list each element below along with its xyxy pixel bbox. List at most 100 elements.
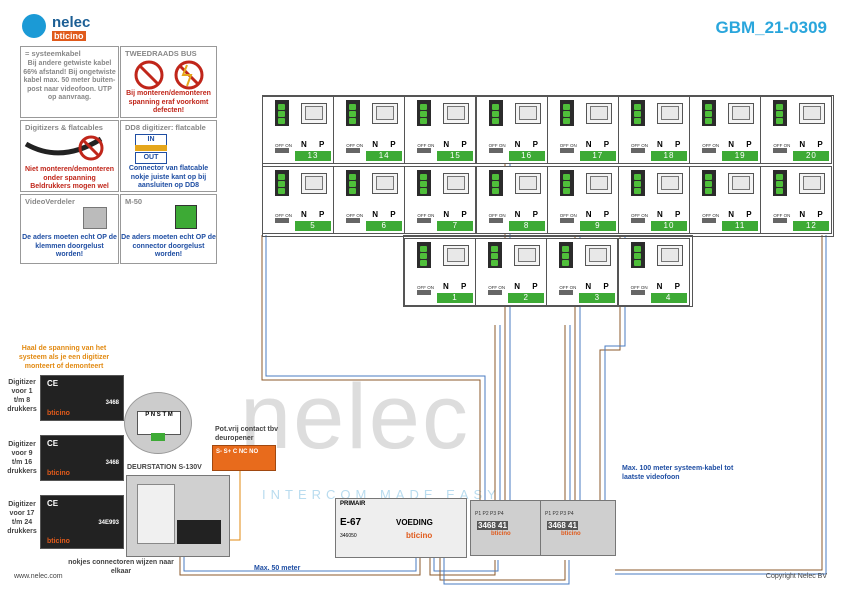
- n-label: N: [443, 140, 450, 149]
- distributor-code: 3468 41: [547, 521, 578, 530]
- off-on-label: OFF ON: [559, 285, 577, 290]
- unit-number: 18: [651, 151, 687, 161]
- p-label: P: [390, 140, 396, 149]
- n-label: N: [301, 210, 307, 219]
- panel-title: DD8 digitizer: flatcable: [125, 123, 206, 132]
- switch-icon: [631, 218, 645, 223]
- distributor-1: P1 P2 P3 P4 3468 41 bticino: [470, 500, 546, 556]
- unit-digitizer: [630, 242, 645, 268]
- verdeler-icon: [83, 207, 107, 229]
- n-label: N: [585, 140, 592, 149]
- switch-icon: [417, 148, 432, 153]
- videophone-icon: [443, 173, 470, 194]
- digitizer-code: 34E993: [98, 520, 119, 526]
- videophone-icon: [728, 103, 755, 124]
- p-label: P: [319, 140, 325, 149]
- unit-digitizer: [488, 100, 503, 126]
- footer-url: www.nelec.com: [14, 573, 63, 580]
- ce-mark: CE: [47, 379, 59, 388]
- off-on-label: OFF ON: [702, 143, 720, 148]
- videophone-icon: [514, 103, 541, 124]
- connector-icon: [135, 145, 167, 151]
- off-on-label: OFF ON: [488, 143, 506, 148]
- p-label: P: [746, 210, 752, 219]
- unit-digitizer: [488, 242, 503, 268]
- n-label: N: [514, 140, 521, 149]
- panel-title: Digitizers & flatcables: [25, 123, 103, 132]
- n-label: N: [585, 282, 592, 291]
- p-label: P: [603, 210, 610, 219]
- switch-icon: [630, 290, 645, 295]
- unit-number: 14: [366, 151, 403, 161]
- distributor-ports: P1 P2 P3 P4: [545, 511, 574, 517]
- unit-digitizer: [417, 242, 431, 268]
- off-on-label: OFF ON: [275, 213, 292, 218]
- no-power-icons: [134, 60, 204, 90]
- p-label: P: [532, 210, 538, 219]
- contact-block: S- S+ C NC NO: [212, 445, 276, 471]
- n-label: N: [443, 282, 449, 291]
- distributor-brand: bticino: [491, 531, 511, 537]
- unit-number: 4: [650, 293, 687, 303]
- panel-dd8: DD8 digitizer: flatcable IN OUT Connecto…: [120, 120, 217, 192]
- connector-zoom-icon: P N S T M: [124, 392, 192, 454]
- panel-digitizers: Digitizers & flatcables Niet monteren/de…: [20, 120, 119, 192]
- unit-number: 16: [508, 151, 545, 161]
- footer-copyright: Copyright Nelec BV: [765, 573, 827, 580]
- brand-sub: bticino: [52, 31, 86, 41]
- n-label: N: [514, 210, 521, 219]
- contact-terminals: S- S+ C NC NO: [216, 449, 259, 455]
- switch-icon: [559, 290, 574, 295]
- p-label: P: [319, 210, 325, 219]
- power-supply: PRIMAIR E-67 VOEDING 346050 bticino: [335, 498, 467, 558]
- videophone-icon: [799, 173, 826, 194]
- off-on-label: OFF ON: [630, 285, 648, 290]
- digitizer-code: 3468: [105, 460, 119, 466]
- p-label: P: [817, 210, 823, 219]
- p-label: P: [461, 140, 467, 149]
- switch-icon: [631, 148, 645, 153]
- door-station-panel: [137, 484, 175, 544]
- distributor-2: P1 P2 P3 P4 3468 41 bticino: [540, 500, 616, 556]
- unit-number: 12: [793, 221, 830, 231]
- door-station-note: nokjes connectoren wijzen naar elkaar: [68, 559, 174, 575]
- panel-videoverdeler: VideoVerdeler De aders moeten echt OP de…: [20, 194, 119, 264]
- unit-digitizer: [488, 170, 503, 196]
- n-label: N: [372, 140, 378, 149]
- off-on-label: OFF ON: [346, 213, 364, 218]
- videophone-icon: [443, 103, 470, 124]
- off-on-label: OFF ON: [417, 213, 435, 218]
- unit-number: 3: [579, 293, 616, 303]
- panel-title: VideoVerdeler: [25, 197, 75, 206]
- off-on-label: OFF ON: [275, 143, 292, 148]
- p-label: P: [674, 282, 680, 291]
- out-label: OUT: [135, 152, 167, 164]
- supply-model: E-67: [340, 517, 362, 528]
- off-on-label: OFF ON: [702, 213, 720, 218]
- switch-icon: [275, 218, 289, 223]
- max-100-label: Max. 100 meter systeem-kabel tot laatste…: [622, 465, 734, 481]
- switch-icon: [488, 290, 503, 295]
- panel-text: De aders moeten echt OP de klemmen doorg…: [22, 234, 117, 258]
- n-label: N: [443, 210, 450, 219]
- unit-number: 10: [651, 221, 687, 231]
- videophone-icon: [657, 173, 683, 194]
- unit-digitizer: [773, 100, 788, 126]
